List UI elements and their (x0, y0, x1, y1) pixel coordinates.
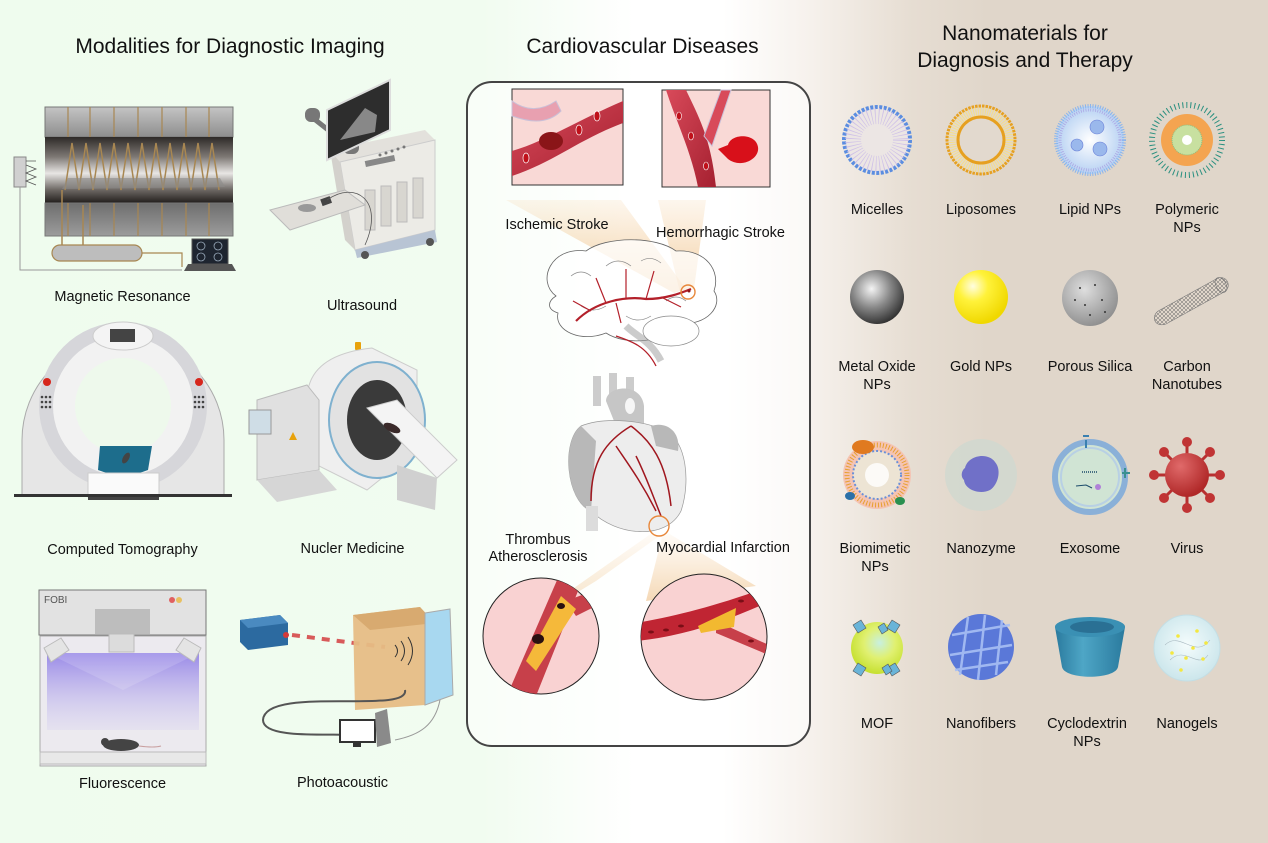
thrombus-label-line1: Thrombus (505, 532, 571, 548)
ultrasound-label: Ultrasound (326, 298, 398, 314)
metal-oxide-np-icon (850, 270, 904, 324)
fobi-text: FOBI (44, 595, 67, 606)
nano-label-nanofibers: Nanofibers (945, 716, 1017, 732)
virus-icon (1149, 437, 1225, 513)
nanogel-icon (1153, 614, 1221, 682)
infarction-vessel-icon (640, 573, 768, 701)
thrombus-label-line2: Atherosclerosis (488, 549, 588, 565)
biomimetic-np-icon (843, 440, 911, 509)
heart-icon (568, 373, 687, 537)
myocardial-infarction-label: Myocardial Infarction (656, 540, 790, 556)
porous-silica-icon (1062, 270, 1118, 326)
nano-label-gold: Gold NPs (949, 359, 1013, 375)
nano-label-porous-silica: Porous Silica (1047, 359, 1133, 375)
nuclear-medicine-label: Nucler Medicine (300, 541, 405, 557)
cyclodextrin-icon (1055, 617, 1125, 677)
thrombus-vessel-icon (482, 577, 600, 695)
mri-label: Magnetic Resonance (54, 289, 191, 305)
nano-title-line2: Diagnosis and Therapy (917, 49, 1133, 72)
mof-icon (851, 619, 903, 677)
ct-scanner-icon (14, 321, 232, 500)
photoacoustic-label: Photoacoustic (296, 775, 389, 791)
nano-label-exosome: Exosome (1059, 541, 1121, 557)
ischemic-stroke-label: Ischemic Stroke (505, 217, 609, 233)
nano-label-nanogels: Nanogels (1156, 716, 1218, 732)
ct-label: Computed Tomography (47, 542, 198, 558)
nano-label-virus: Virus (1170, 541, 1204, 557)
mri-scanner-icon (13, 106, 236, 271)
gold-np-icon (954, 270, 1008, 324)
brain-icon (546, 239, 718, 367)
cvd-section-title: Cardiovascular Diseases (526, 35, 759, 58)
fluorescence-label: Fluorescence (78, 776, 167, 792)
imaging-section-title: Modalities for Diagnostic Imaging (75, 35, 385, 58)
carbon-nanotube-icon (1154, 277, 1229, 326)
nano-label-micelles: Micelles (850, 202, 904, 218)
ultrasound-machine-icon (269, 78, 437, 259)
nano-label-liposomes: Liposomes (945, 202, 1017, 218)
nanozyme-icon (945, 439, 1017, 511)
hemorrhagic-stroke-label: Hemorrhagic Stroke (656, 225, 785, 241)
photoacoustic-setup-icon (240, 607, 454, 747)
nanofiber-icon (948, 614, 1014, 681)
hemorrhagic-vessel-icon (661, 89, 771, 188)
nano-label-nanozyme: Nanozyme (946, 541, 1016, 557)
cvd-illustration (482, 88, 771, 701)
polymeric-np-icon (1149, 102, 1225, 178)
nano-label-lipid-nps: Lipid NPs (1058, 202, 1122, 218)
nano-title-line1: Nanomaterials for (942, 22, 1108, 45)
ischemic-vessel-icon (511, 88, 624, 186)
micelle-icon (842, 105, 912, 175)
fluorescence-imager-icon: FOBI (38, 589, 207, 767)
nano-label-mof: MOF (860, 716, 894, 732)
lipid-np-icon (1054, 104, 1126, 176)
nanomaterials-grid (842, 102, 1229, 682)
liposome-icon (945, 104, 1017, 176)
exosome-icon (1052, 435, 1130, 515)
nuclear-scanner-icon (248, 342, 458, 510)
